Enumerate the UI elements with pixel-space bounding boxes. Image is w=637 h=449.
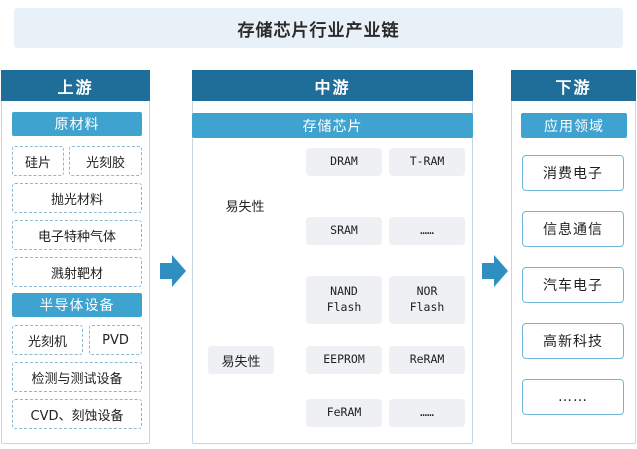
application-field-header: 应用领域 (521, 113, 627, 138)
chip-dram: DRAM (306, 148, 382, 176)
app-telecommunications: 信息通信 (522, 211, 624, 247)
app-automotive-electronics: 汽车电子 (522, 267, 624, 303)
chip-nor-flash: NOR Flash (389, 276, 465, 324)
equipment-lithography: 光刻机 (12, 325, 83, 355)
chip-eeprom: EEPROM (306, 346, 382, 374)
storage-chip-header: 存储芯片 (192, 113, 473, 138)
chip-more-nonvolatile: …… (389, 399, 465, 427)
equipment-pvd: PVD (89, 325, 142, 355)
flow-arrow-right-icon (160, 255, 186, 287)
category-volatile-label: 易失性 (225, 199, 265, 215)
downstream-header: 下游 (511, 70, 636, 101)
raw-material-sputtering-target: 溅射靶材 (12, 257, 142, 287)
flow-arrow-right-icon (482, 255, 508, 287)
raw-material-photoresist: 光刻胶 (69, 146, 142, 176)
equipment-cvd-etch: CVD、刻蚀设备 (12, 399, 142, 429)
equipment-inspection: 检测与测试设备 (12, 362, 142, 392)
raw-materials-header: 原材料 (12, 112, 142, 136)
category-nonvolatile-label: 易失性 (208, 346, 274, 374)
app-consumer-electronics: 消费电子 (522, 155, 624, 191)
chip-t-ram: T-RAM (389, 148, 465, 176)
chip-nand-flash: NAND Flash (306, 276, 382, 324)
app-high-tech: 高新科技 (522, 323, 624, 359)
raw-material-polishing: 抛光材料 (12, 183, 142, 213)
app-more: …… (522, 379, 624, 415)
midstream-header: 中游 (192, 70, 473, 101)
chip-feram: FeRAM (306, 399, 382, 427)
chip-reram: ReRAM (389, 346, 465, 374)
upstream-header: 上游 (1, 70, 150, 101)
chip-more-volatile: …… (389, 217, 465, 245)
chip-sram: SRAM (306, 217, 382, 245)
diagram-title: 存储芯片行业产业链 (14, 8, 623, 48)
raw-material-silicon-wafer: 硅片 (12, 146, 64, 176)
raw-material-special-gas: 电子特种气体 (12, 220, 142, 250)
equipment-header: 半导体设备 (12, 293, 142, 317)
